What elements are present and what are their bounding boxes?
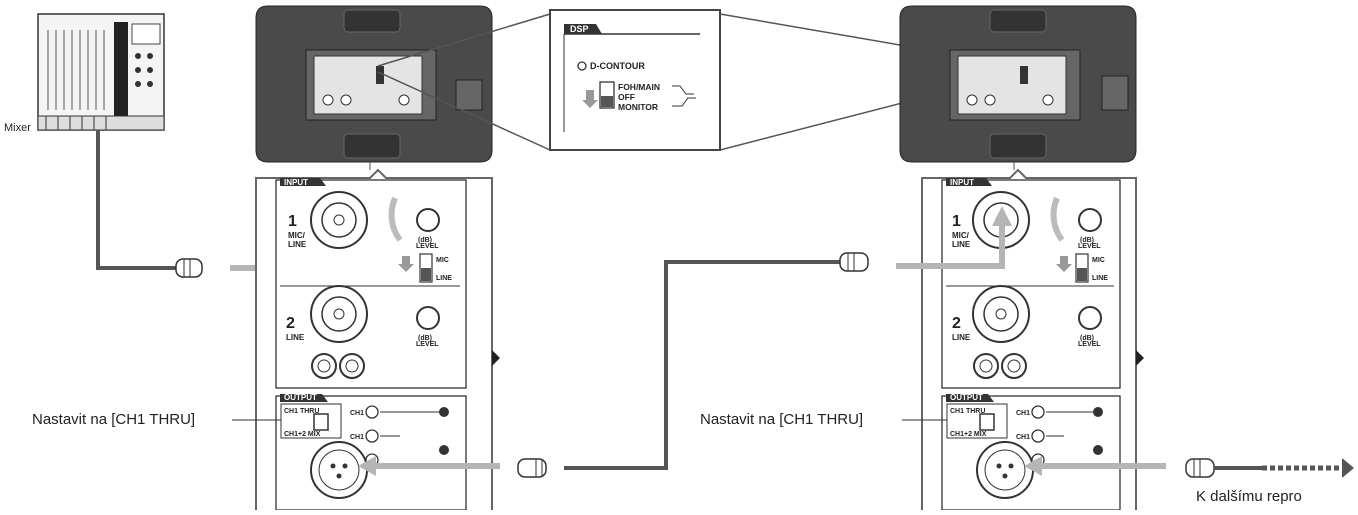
rear-panel-left [255,168,500,511]
ch1-number-left: 1 [288,213,297,230]
dsp-off-label: OFF [618,92,635,102]
ch1-name1-right: MIC/ [952,231,970,240]
output-title-left: OUTPUT [284,393,317,402]
rear-panel-right [921,168,1144,511]
xlr-plug-link-in [839,252,869,272]
db-label-right: (dB) [1080,237,1094,244]
speaker-left [255,5,493,170]
dsp-dcontour-label: D-CONTOUR [590,61,645,71]
db2-label-right: (dB) [1080,335,1094,342]
input-title-left: INPUT [284,178,308,187]
speaker-right [899,5,1137,170]
dsp-monitor-label: MONITOR [618,102,658,112]
ch1-thru-label-right: CH1 THRU [950,408,985,415]
ch2-name-right: LINE [952,333,971,342]
xlr-plug-mixer [175,258,203,278]
mixer-label: Mixer [4,122,31,134]
ch1-out-label-left: CH1 [350,410,364,417]
ch1-name2-left: LINE [288,240,307,249]
ch12-mix-label-left: CH1+2 MIX [284,431,321,438]
db2-label-left: (dB) [418,335,432,342]
dsp-callout [549,9,721,151]
xlr-plug-next [1185,458,1215,478]
ch2-name-left: LINE [286,333,305,342]
mic-label-left: MIC [436,257,449,264]
next-arrow-head [1342,458,1354,478]
ch2-number-left: 2 [286,315,295,332]
ch1-out2-label-right: CH1 [1016,434,1030,441]
ch1-name2-right: LINE [952,240,971,249]
set-ch1-thru-right-label: Nastavit na [CH1 THRU] [700,411,864,428]
output-title-right: OUTPUT [950,393,983,402]
set-ch1-thru-left-label: Nastavit na [CH1 THRU] [32,411,196,428]
dsp-title: DSP [570,24,589,34]
xlr-plug-link-out [517,458,547,478]
db-label-left: (dB) [418,237,432,244]
level-label-left: LEVEL [416,243,439,250]
dsp-foh-main-label: FOH/MAIN [618,82,660,92]
ch1-thru-label-left: CH1 THRU [284,408,319,415]
level2-label-left: LEVEL [416,341,439,348]
line-label-right: LINE [1092,275,1108,282]
ch1-out-label-right: CH1 [1016,410,1030,417]
ch2-number-right: 2 [952,315,961,332]
mixer-device [37,13,165,131]
ch12-mix-label-right: CH1+2 MIX [950,431,987,438]
ch1-number-right: 1 [952,213,961,230]
ch1-out2-label-left: CH1 [350,434,364,441]
link-cable [564,260,840,470]
mixer-cable [96,130,176,270]
arrow-to-ch1-right [896,222,1005,269]
line-label-left: LINE [436,275,452,282]
mic-label-right: MIC [1092,257,1105,264]
to-next-speaker-label: K dalšímu repro [1196,488,1302,505]
level-label-right: LEVEL [1078,243,1101,250]
ch1-name1-left: MIC/ [288,231,306,240]
input-title-right: INPUT [950,178,974,187]
level2-label-right: LEVEL [1078,341,1101,348]
